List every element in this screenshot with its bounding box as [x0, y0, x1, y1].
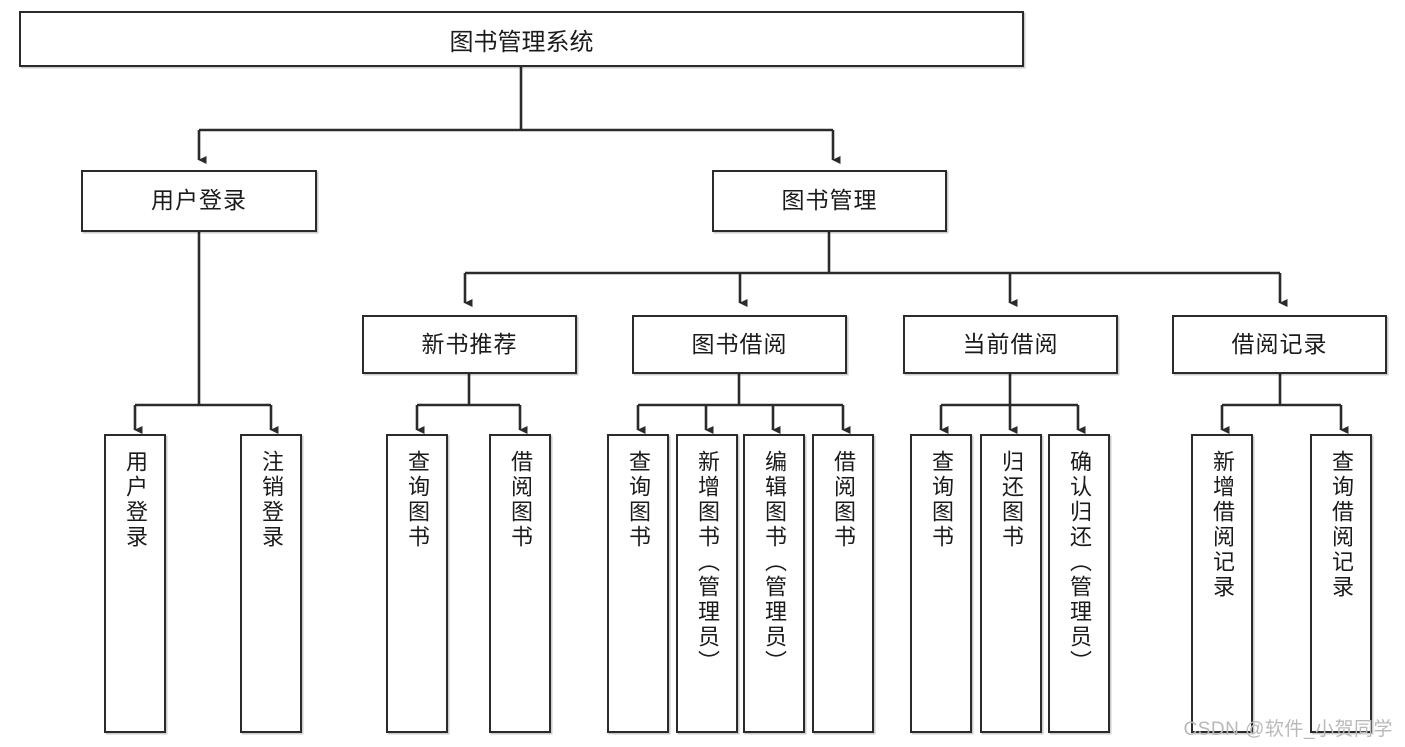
leaf-borrow-book-2[interactable]: 借阅图书 [812, 434, 874, 733]
node-new-book-rec[interactable]: 新书推荐 [362, 315, 577, 374]
node-borrow-record[interactable]: 借阅记录 [1172, 315, 1387, 374]
leaf-borrow-book-1[interactable]: 借阅图书 [489, 434, 551, 733]
leaf-query-record-label: 查询借阅记录 [1329, 450, 1354, 600]
leaf-confirm-return-label: 确认归还（管理员） [1067, 450, 1092, 675]
node-book-borrow-label: 图书借阅 [691, 330, 788, 357]
leaf-user-login[interactable]: 用户登录 [104, 434, 166, 733]
node-user-login-label: 用户登录 [151, 187, 247, 214]
watermark: CSDN @软件_小贺同学 [1183, 719, 1393, 740]
node-current-borrow[interactable]: 当前借阅 [903, 315, 1118, 374]
node-book-manage-label: 图书管理 [781, 187, 878, 214]
leaf-query-book-1-label: 查询图书 [405, 450, 430, 550]
leaf-return-book[interactable]: 归还图书 [980, 434, 1042, 733]
leaf-logout-login[interactable]: 注销登录 [240, 434, 302, 733]
leaf-confirm-return[interactable]: 确认归还（管理员） [1048, 434, 1110, 733]
node-current-borrow-label: 当前借阅 [962, 330, 1059, 357]
leaf-query-book-1[interactable]: 查询图书 [386, 434, 448, 733]
node-book-manage[interactable]: 图书管理 [712, 170, 947, 232]
leaf-query-record[interactable]: 查询借阅记录 [1310, 434, 1372, 733]
leaf-borrow-book-2-label: 借阅图书 [831, 450, 856, 550]
leaf-add-book[interactable]: 新增图书（管理员） [676, 434, 738, 733]
leaf-edit-book-label: 编辑图书（管理员） [762, 450, 787, 675]
node-book-borrow[interactable]: 图书借阅 [632, 315, 847, 374]
leaf-query-book-3-label: 查询图书 [929, 450, 954, 550]
leaf-return-book-label: 归还图书 [999, 450, 1024, 550]
leaf-query-book-2[interactable]: 查询图书 [607, 434, 669, 733]
leaf-user-login-label: 用户登录 [123, 450, 148, 550]
leaf-add-book-label: 新增图书（管理员） [695, 450, 720, 675]
node-root-label: 图书管理系统 [449, 28, 594, 56]
leaf-add-record-label: 新增借阅记录 [1210, 450, 1235, 600]
leaf-query-book-2-label: 查询图书 [626, 450, 651, 550]
node-user-login[interactable]: 用户登录 [81, 170, 317, 232]
node-borrow-record-label: 借阅记录 [1231, 330, 1328, 357]
node-new-book-rec-label: 新书推荐 [421, 330, 518, 357]
leaf-borrow-book-1-label: 借阅图书 [508, 450, 533, 550]
leaf-query-book-3[interactable]: 查询图书 [910, 434, 972, 733]
node-root[interactable]: 图书管理系统 [19, 11, 1024, 67]
leaf-edit-book[interactable]: 编辑图书（管理员） [743, 434, 805, 733]
leaf-logout-login-label: 注销登录 [259, 450, 284, 550]
leaf-add-record[interactable]: 新增借阅记录 [1191, 434, 1253, 733]
